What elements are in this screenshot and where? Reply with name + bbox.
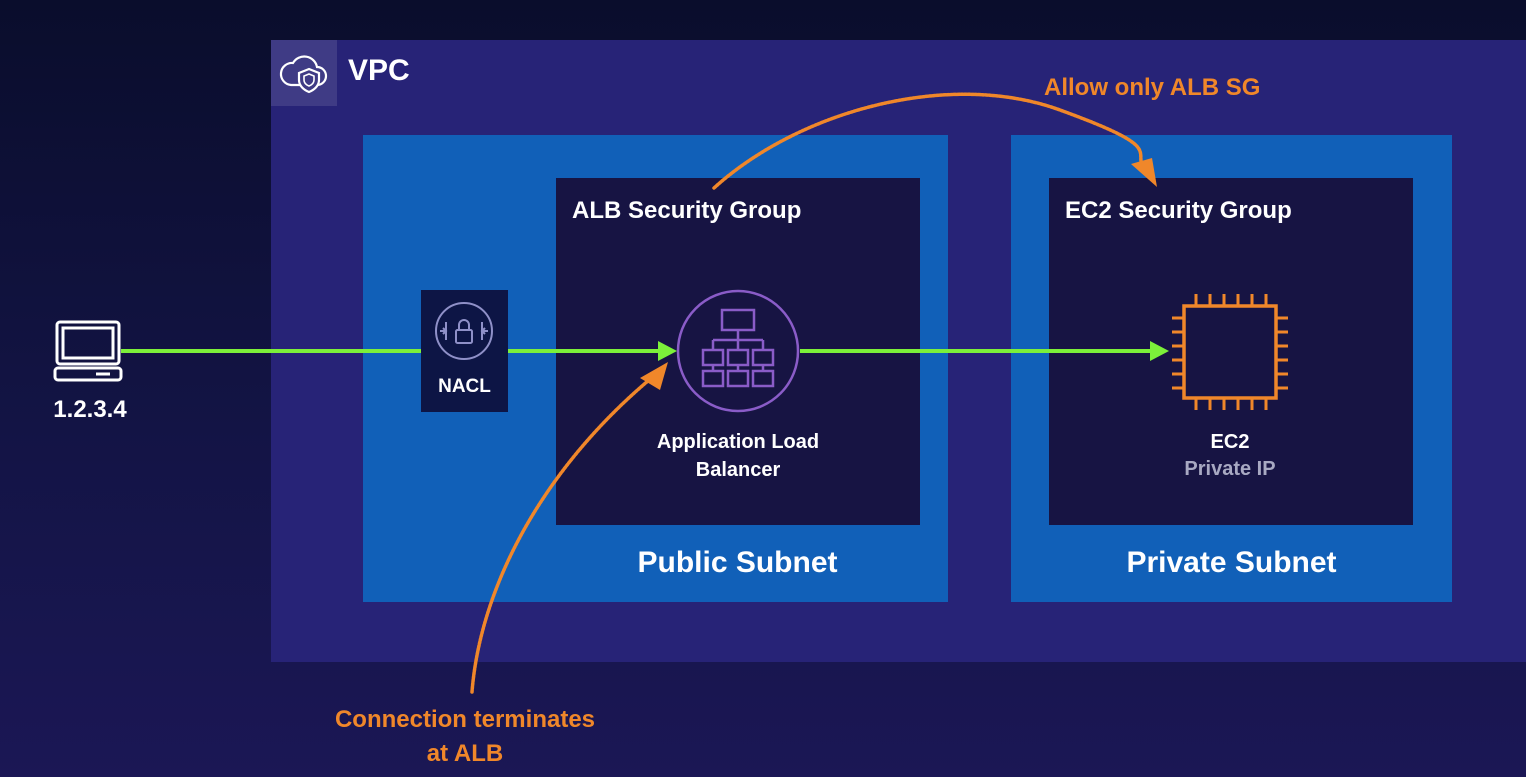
ec2-private-ip: Private IP xyxy=(1184,458,1276,480)
terminate-annotation-line1: Connection terminates xyxy=(334,706,596,733)
terminate-annotation-line2: at ALB xyxy=(426,740,504,767)
private-subnet-label: Private Subnet xyxy=(1126,546,1337,579)
ec2-security-group-title: EC2 Security Group xyxy=(1065,197,1292,224)
nacl-label: NACL xyxy=(438,376,491,397)
allow-annotation: Allow only ALB SG xyxy=(1044,74,1261,101)
vpc-badge xyxy=(271,40,337,106)
alb-security-group-title: ALB Security Group xyxy=(572,197,802,224)
laptop-icon xyxy=(53,320,123,382)
cloud-shield-icon xyxy=(279,55,328,94)
alb-name: Application Load Balancer xyxy=(656,431,820,481)
terminate-annotation: Connection terminates at ALB xyxy=(300,703,630,771)
vpc-title: VPC xyxy=(348,54,410,87)
ec2-name: EC2 xyxy=(1210,431,1250,453)
public-subnet-label: Public Subnet xyxy=(637,546,838,579)
client-ip: 1.2.3.4 xyxy=(53,396,127,423)
